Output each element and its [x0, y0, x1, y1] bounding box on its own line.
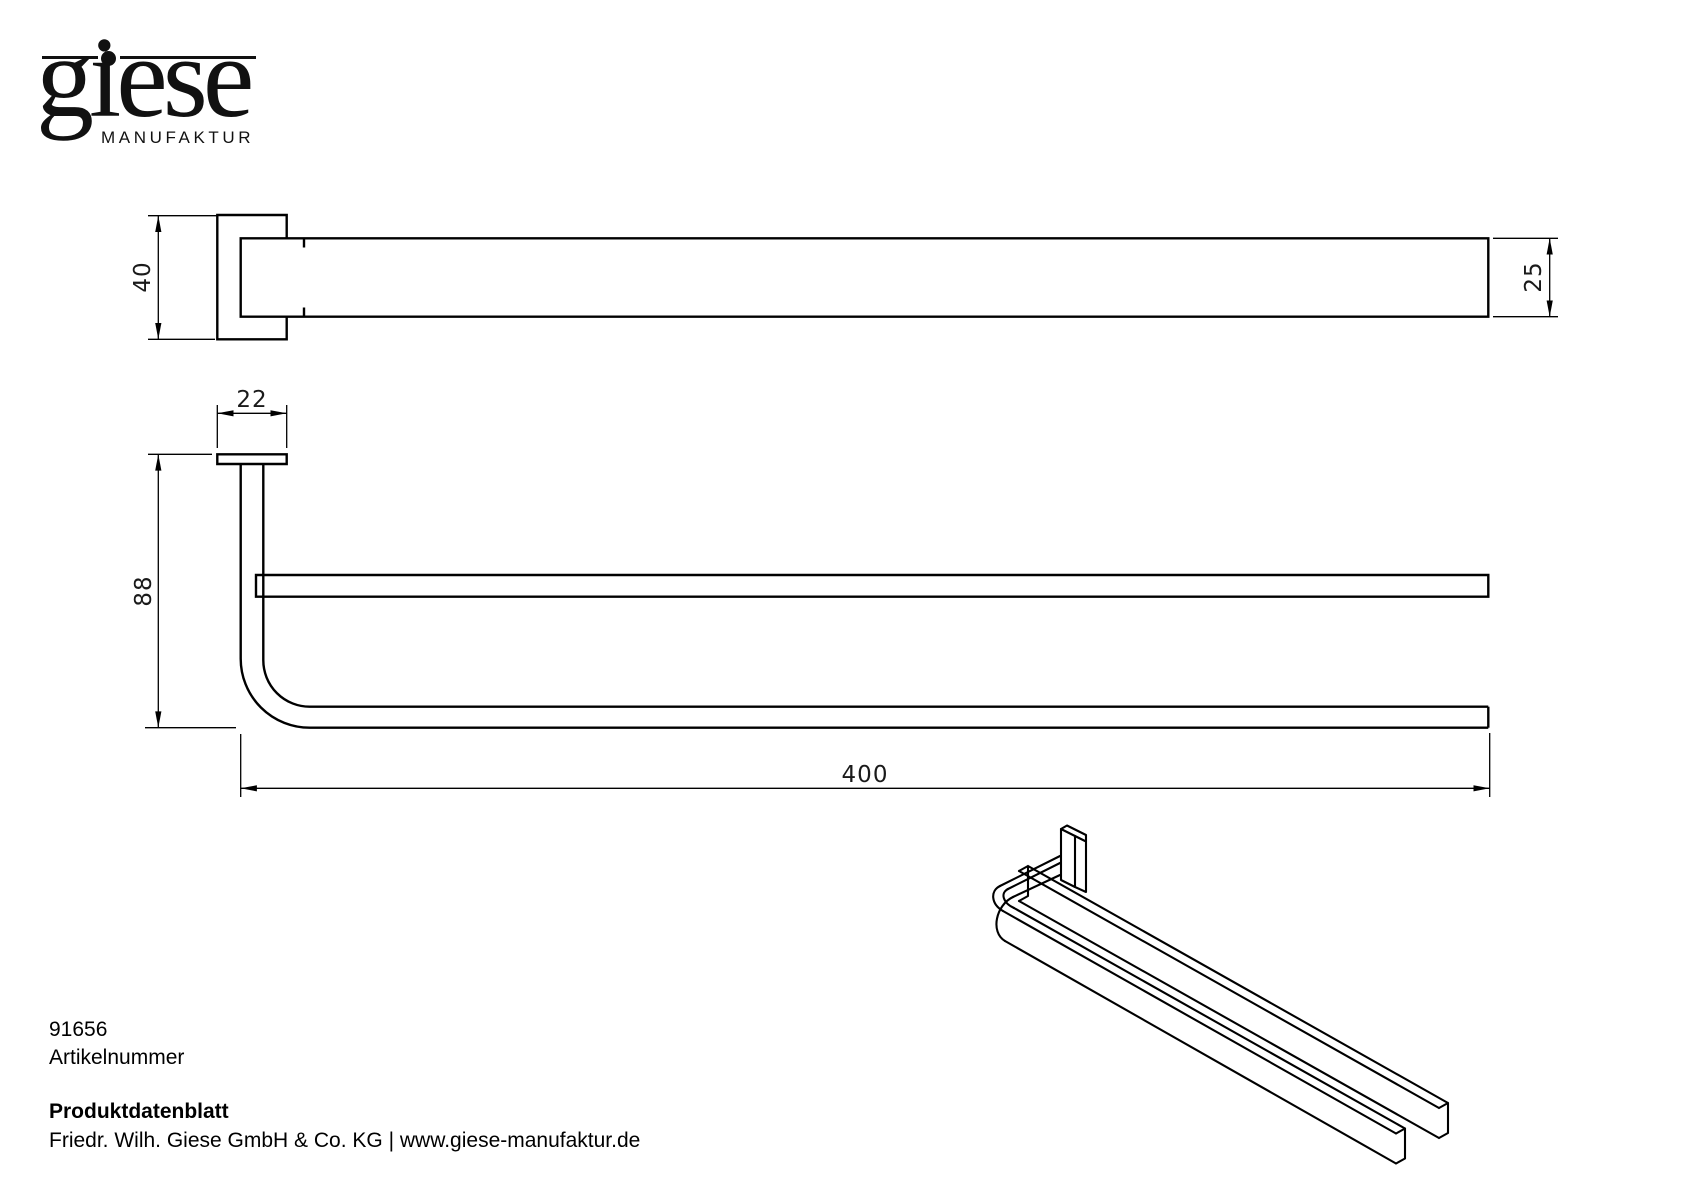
iso-wall-plate-top — [1059, 824, 1088, 843]
dimension-400-label: 400 — [842, 762, 889, 788]
article-number: 91656 — [49, 1018, 108, 1041]
top-view-wall-plate — [216, 453, 288, 466]
logo-subtitle: MANUFAKTUR — [101, 128, 255, 147]
company-line: Friedr. Wilh. Giese GmbH & Co. KG | www.… — [49, 1129, 641, 1152]
top-view-arm-inner — [262, 464, 1489, 708]
logo-rule-left — [42, 56, 98, 59]
iso-wall-plate-side — [1073, 834, 1088, 894]
top-view: 22 88 400 — [131, 387, 1491, 797]
iso-far-bar — [1017, 864, 1450, 1140]
isometric-view — [992, 824, 1450, 1165]
dimension-25: 25 — [1493, 237, 1558, 318]
logo-brand-text: giese — [36, 14, 254, 142]
side-view: 40 25 — [130, 213, 1558, 341]
dimension-40: 40 — [130, 215, 217, 340]
iso-corner-curves — [992, 884, 1016, 943]
side-view-wall-plate — [216, 213, 288, 341]
top-view-arm-outer — [239, 464, 1489, 729]
top-view-upper-bar — [254, 573, 1490, 598]
logo-i-dot — [101, 51, 116, 66]
dimension-40-label: 40 — [130, 261, 156, 292]
dimension-22: 22 — [216, 387, 288, 448]
dimension-88: 88 — [131, 453, 236, 729]
giese-logo: giese MANUFAKTUR — [36, 20, 336, 160]
iso-wall-plate-front — [1059, 827, 1077, 889]
document-type: Produktdatenblatt — [49, 1100, 229, 1123]
dimension-88-label: 88 — [131, 575, 157, 606]
logo-rule-right — [120, 56, 256, 59]
dimension-22-label: 22 — [236, 387, 267, 413]
iso-near-bar — [1001, 906, 1407, 1165]
side-view-bar — [239, 237, 1490, 318]
dimension-25-label: 25 — [1521, 261, 1547, 292]
dimension-400: 400 — [240, 733, 1491, 797]
article-number-label: Artikelnummer — [49, 1046, 185, 1069]
